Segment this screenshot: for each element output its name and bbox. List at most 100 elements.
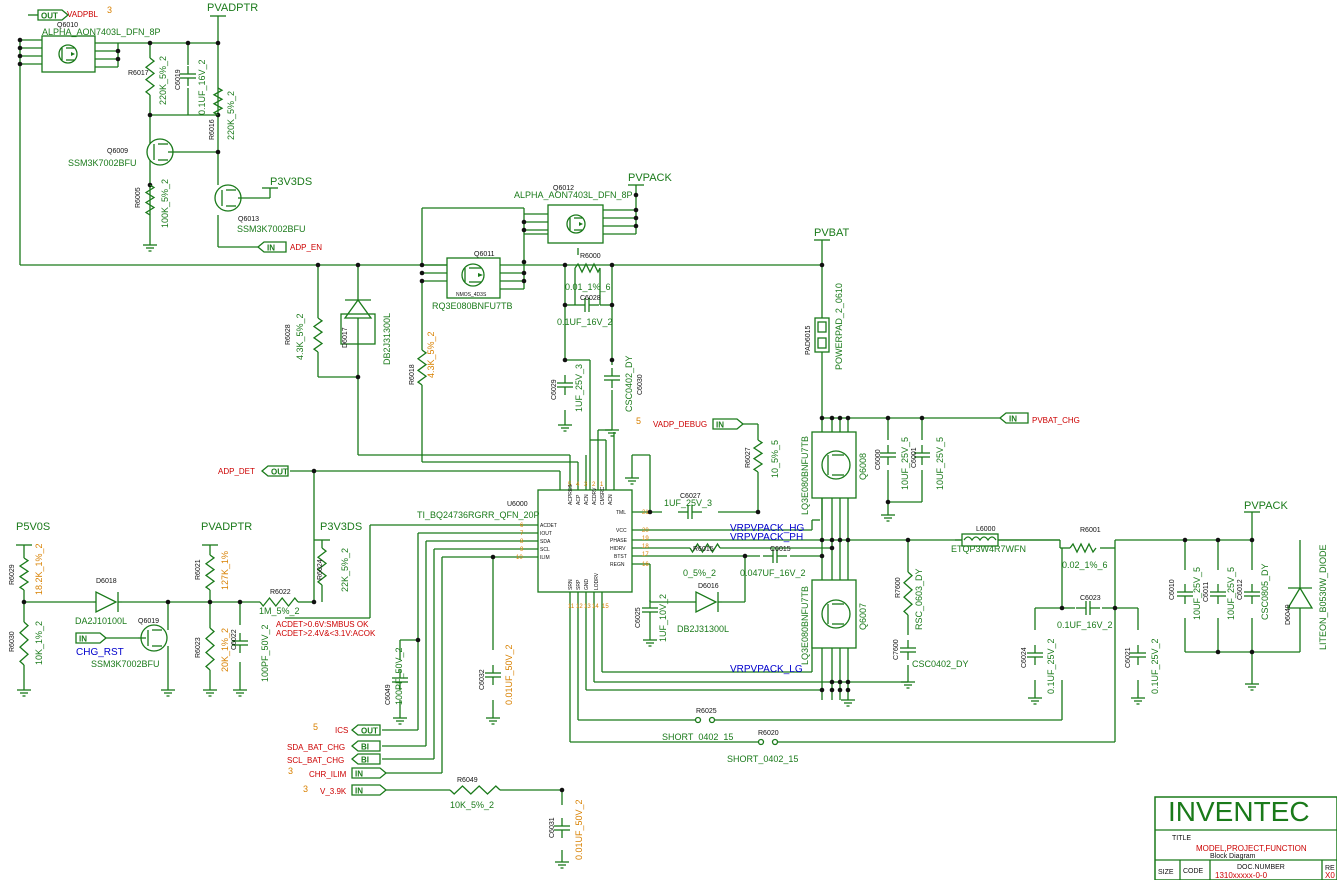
q6013-value: SSM3K7002BFU [237,224,306,234]
capacitor-symbol [1210,584,1226,604]
note-3a: 3 [107,5,112,15]
capacitor-symbol [678,505,702,519]
c6023-value: 0.1UF_16V_2 [1057,620,1113,630]
capacitor-symbol [232,633,248,653]
l6000-ref: L6000 [976,526,996,533]
u6000-ref: U6000 [507,501,528,508]
c6030-ref: C6030 [637,374,644,395]
pad6015-ref: PAD6015 [805,325,812,355]
capacitor-symbol [604,368,620,388]
c6001-value: 10UF_25V_5 [935,437,945,490]
r6000-symbol [574,262,601,305]
r6029-value: 18.2K_1%_2 [34,543,44,595]
off-page-connector: BI [350,753,381,765]
d6018-symbol [93,590,122,614]
resistor-symbol [449,785,501,795]
r6028-ref: R6028 [285,324,292,345]
c6028-value: 0.1UF_16V_2 [557,317,613,327]
c6012-ref: C6012 [1237,579,1244,600]
net-pvbat: PVBAT [814,227,850,239]
r6001-value: 0.02_1%_6 [1062,560,1108,570]
pin-number: 10 [516,555,523,561]
net-scl-bat-chg: SCL_BAT_CHG [287,756,344,765]
q6013-symbol [214,184,242,212]
off-page-connector: IN [998,412,1029,424]
q6009-symbol [146,138,180,168]
u6000-pin-scl: SCL [540,547,550,553]
c6021-ref: C6021 [1125,647,1132,668]
capacitor-symbol [485,665,501,685]
c6019-ref: C6019 [175,69,182,90]
pin-number: 8 [520,539,524,545]
u6000-ic [537,489,633,593]
ground-symbol [558,424,572,432]
r6015-ref: R6015 [693,546,714,553]
r6018-value: 4.3K_5%_2 [426,331,436,378]
title-code-label: CODE [1183,868,1204,875]
net-sda-bat-chg: SDA_BAT_CHG [287,743,345,752]
short-0402-label: SHORT_0402_15 [662,732,733,742]
ground-symbol [605,429,619,437]
r6001-ref: R6001 [1080,527,1101,534]
r7600-ref: R7600 [895,577,902,598]
r6030-value: 10K_1%_2 [34,621,44,665]
resistor-symbol [752,439,764,473]
c6049-value: 100PF_50V_2 [394,647,404,705]
q6008-symbol [811,431,857,499]
off-page-connector: OUT [350,724,381,736]
c6000-ref: C6000 [875,449,882,470]
c6031-ref: C6031 [549,817,556,838]
junctions [17,37,1255,793]
c6011-ref: C6011 [1203,582,1210,602]
r6020-value: SHORT_0402_15 [727,754,798,764]
c6029-value: 1UF_25V_3 [574,364,584,412]
q6010-value: ALPHA_AON7403L_DFN_8P [42,27,161,37]
r6017-value: 220K_5%_2 [158,56,168,105]
pin-number: 11 [568,604,575,610]
ground-symbol [841,699,855,707]
capacitor-symbol [1027,645,1043,665]
u6000-pin-srn: SRN [568,579,574,590]
off-page-connector: BI [350,740,381,752]
r6029-ref: R6029 [9,564,16,585]
c6022-ref: C6022 [231,629,238,650]
resistor-symbol [689,542,721,554]
u6000-pin-cmsrc: CMSRC [600,486,606,505]
d6049-ref: D6049 [1285,604,1292,625]
c6032-ref: C6032 [479,669,486,690]
ground-symbol [1245,683,1259,691]
c6027-value: 1UF_25V_3 [664,498,712,508]
c6024-ref: C6024 [1021,647,1028,668]
r6022-ref: R6022 [270,589,291,596]
c6015-value: 0.047UF_16V_2 [740,568,806,578]
capacitor-symbol [1130,645,1146,665]
c6025-ref: C6025 [635,607,642,628]
u6000-pin-acn2: ACN [608,494,614,505]
q6011-symbol [446,257,501,299]
short-pads [694,716,779,746]
ground-symbol [17,689,31,697]
q6009-value: SSM3K7002BFU [68,158,137,168]
off-page-connector: IN [75,632,108,644]
r6005-ref: R6005 [135,187,142,208]
capacitor-symbol [900,640,916,660]
r6030-ref: R6030 [9,631,16,652]
pin-number: 1 [600,482,604,488]
c6022-value: 100PF_50V_2 [260,624,270,682]
port-label: BI [361,756,369,765]
grounds [17,244,1259,869]
c6028-ref: C6028 [580,295,601,302]
c7600-value: CSC0402_DY [912,659,969,669]
pin-number: 14 [592,604,599,610]
q6008-value: LQ3E080BNFU7TB [800,436,810,515]
net-vrpvpack-hg: VRPVPACK_HG [730,523,805,534]
ground-symbol [555,861,569,869]
capacitor-symbol [1244,584,1260,604]
resistor-symbol [204,554,216,591]
ground-symbol [881,514,895,522]
pin-number: 4 [576,482,580,488]
net-pvpack-top: PVPACK [628,172,672,184]
c6024-value: 0.1UF_25V_2 [1046,638,1056,694]
q6007-value: LQ3E080BNFU7TB [800,586,810,665]
port-label: IN [355,770,363,779]
